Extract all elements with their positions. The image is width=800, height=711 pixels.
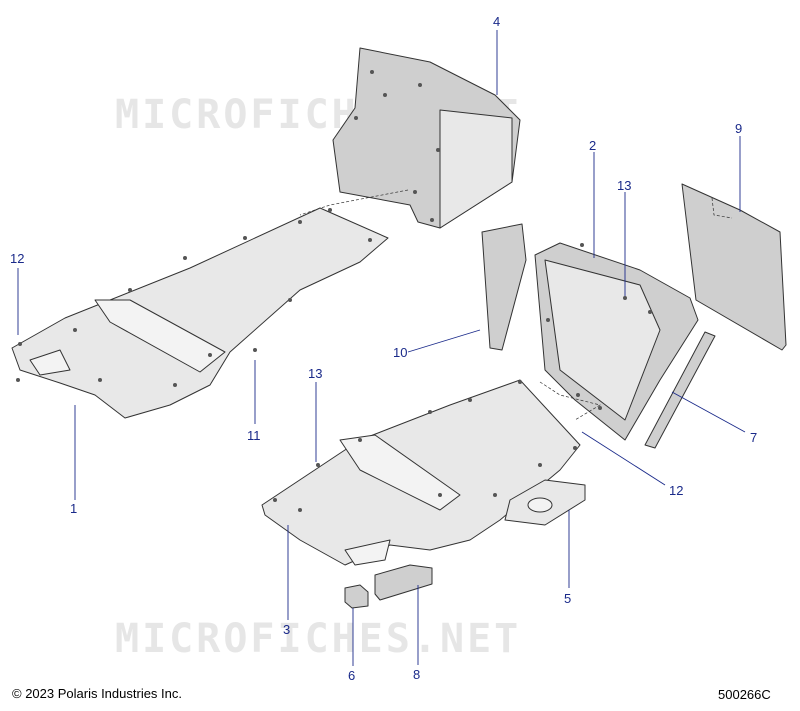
callout-6: 6	[348, 668, 355, 683]
part-10-side-panel	[481, 223, 527, 351]
callout-12-right: 12	[669, 483, 683, 498]
copyright-notice: © 2023 Polaris Industries Inc.	[12, 686, 182, 701]
callout-10: 10	[393, 345, 407, 360]
part-3-right-floor-panel	[261, 379, 581, 566]
diagram-id: 500266C	[718, 687, 771, 702]
part-7-seal-strip	[644, 331, 716, 449]
callout-13-lower: 13	[308, 366, 322, 381]
callout-3: 3	[283, 622, 290, 637]
leader-10	[407, 329, 481, 353]
part-5-gasket-plate	[504, 479, 586, 526]
callout-13-upper: 13	[617, 178, 631, 193]
callout-5: 5	[564, 591, 571, 606]
callout-7: 7	[750, 430, 757, 445]
watermark-bottom: MICROFICHES.NET	[115, 616, 521, 662]
part-9-rear-panel	[681, 183, 787, 351]
part-2-right-wall-panel	[534, 242, 699, 441]
callout-11: 11	[247, 428, 261, 443]
part-6-block	[344, 584, 369, 609]
callout-1: 1	[70, 501, 77, 516]
leader-7	[671, 391, 746, 433]
part-8-foam-pad	[374, 564, 433, 601]
leader-12-right	[581, 431, 666, 486]
part-4-wheelwell-panel	[299, 47, 521, 229]
callout-4: 4	[493, 14, 500, 29]
callout-2: 2	[589, 138, 596, 153]
callout-12-left: 12	[10, 251, 24, 266]
callout-9: 9	[735, 121, 742, 136]
part-1-left-floor-panel	[11, 207, 389, 419]
callout-8: 8	[413, 667, 420, 682]
